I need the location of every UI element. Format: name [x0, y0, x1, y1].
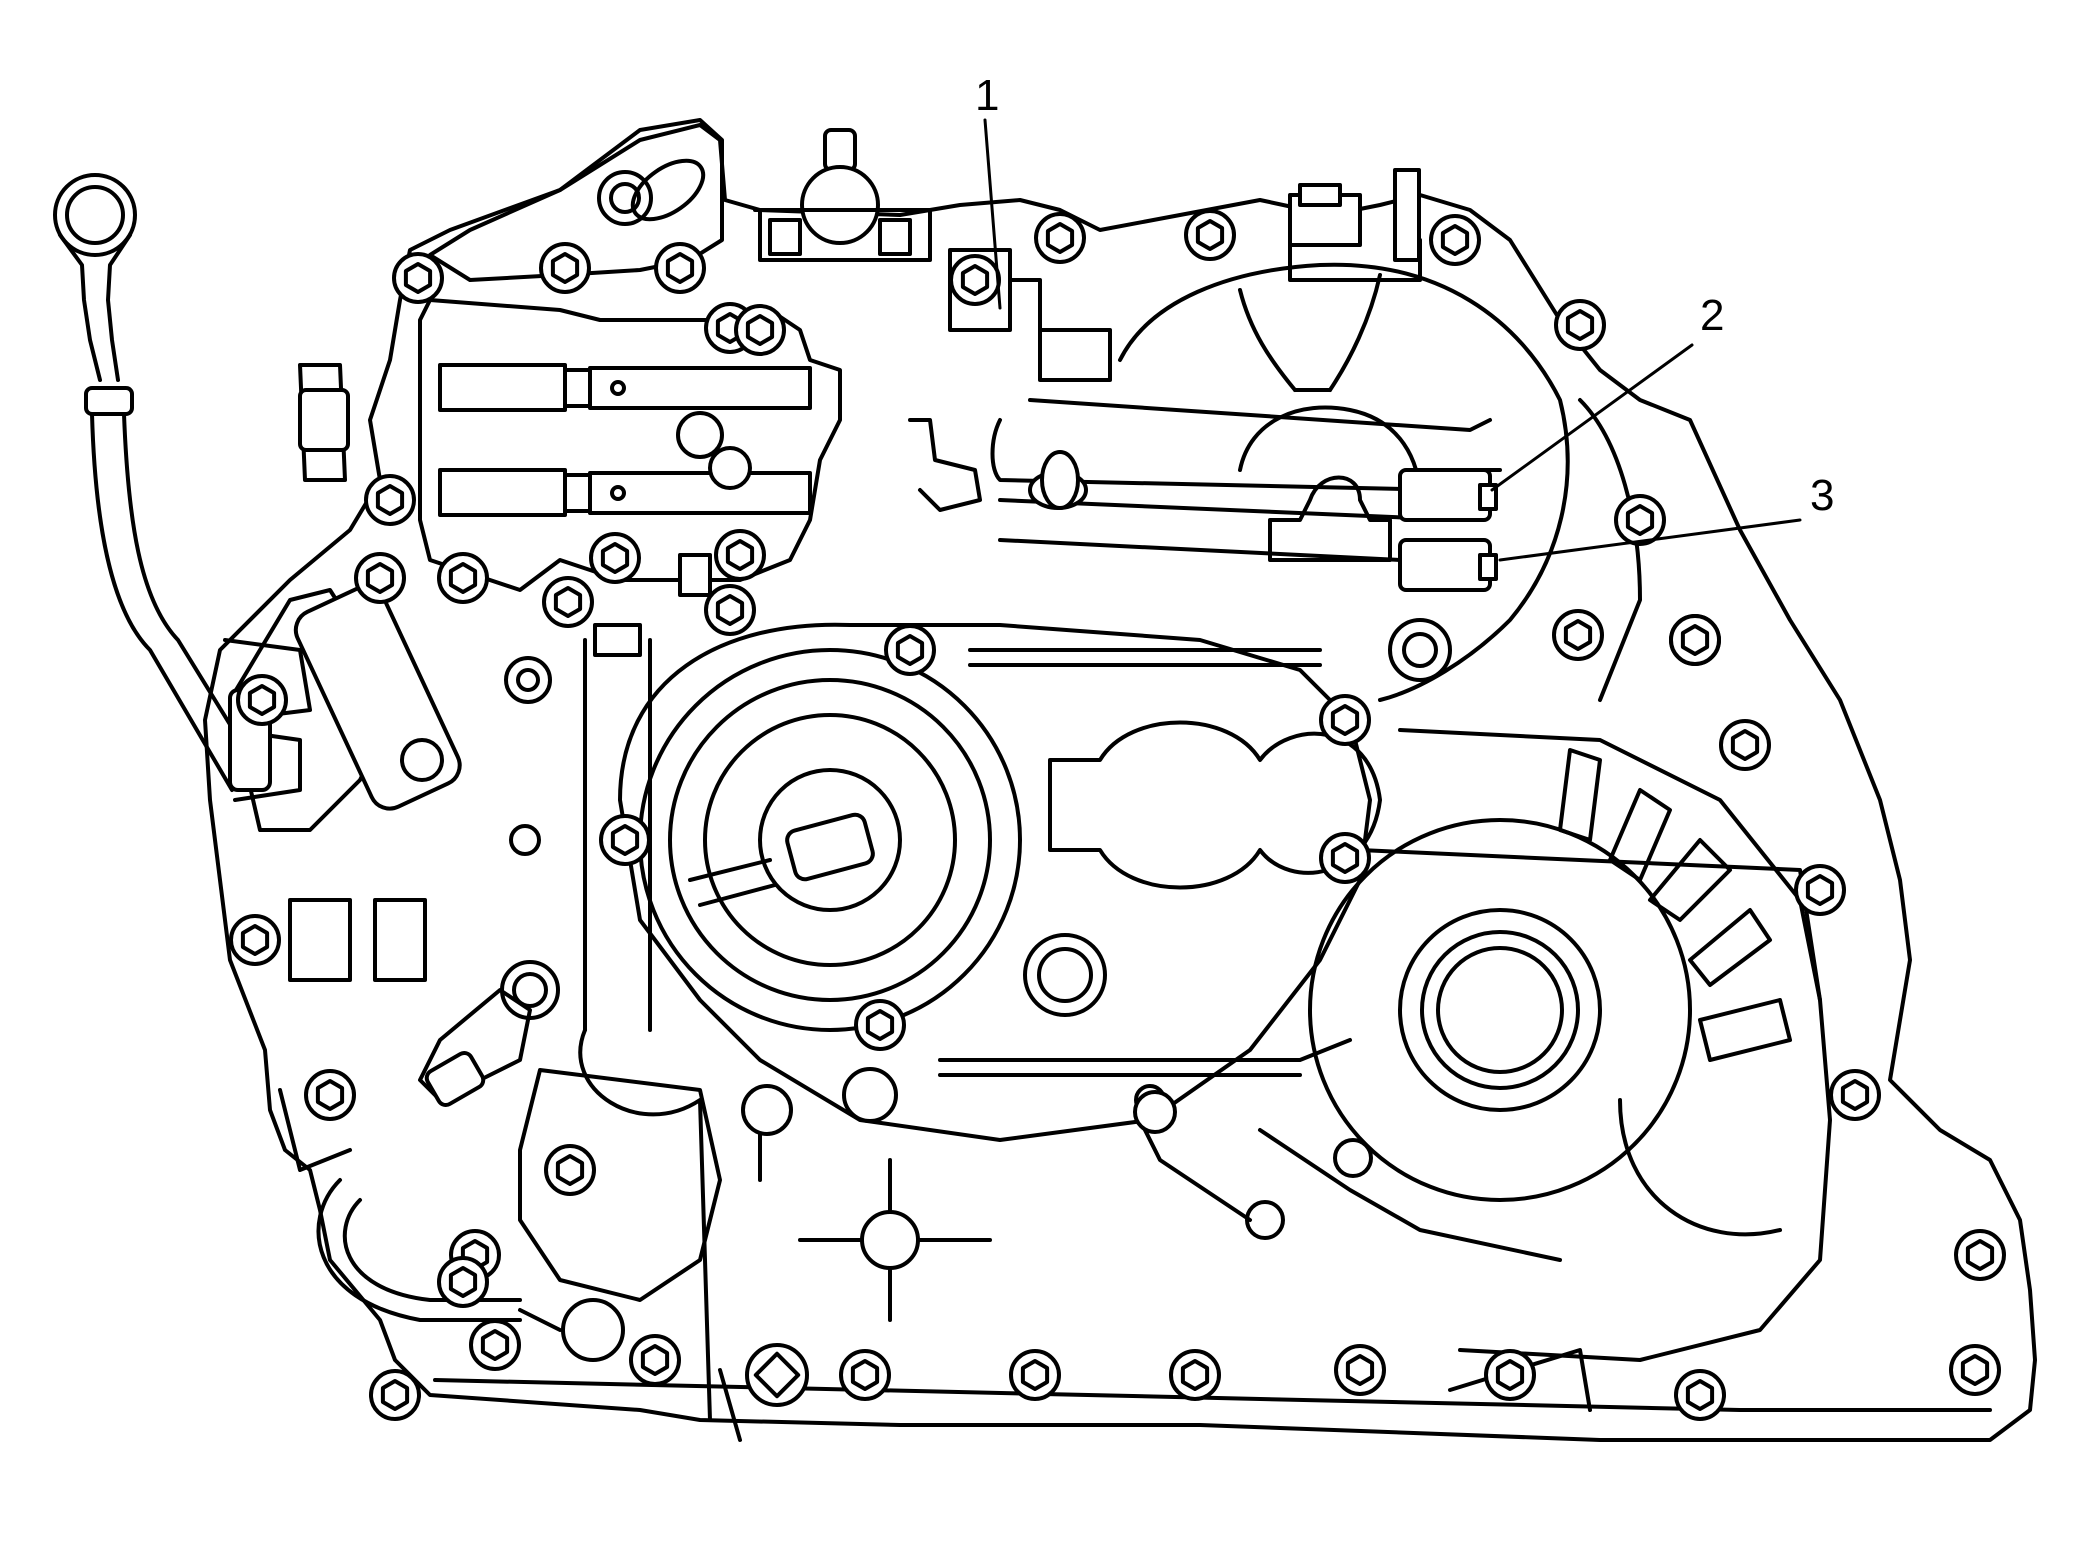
bolt-icon	[1554, 299, 1606, 351]
bolt-icon	[1614, 494, 1666, 546]
bolt-icon	[1319, 694, 1371, 746]
connectors	[908, 168, 1422, 512]
bolt-icon	[1184, 209, 1236, 261]
bolt-icon	[704, 584, 756, 636]
bolt-icon	[629, 1334, 681, 1386]
bolt-icon	[392, 252, 444, 304]
bolt-icon	[354, 552, 406, 604]
drain-plug	[745, 1343, 809, 1407]
bolt-icon	[1829, 1069, 1881, 1121]
bolt-icon	[1484, 1349, 1536, 1401]
bolt-icon	[1334, 1344, 1386, 1396]
callout-label-1: 1	[975, 71, 999, 120]
bolt-icon	[1009, 1349, 1061, 1401]
bolt-icon	[1429, 214, 1481, 266]
bolt-icon	[229, 914, 281, 966]
bolt-icon	[1794, 864, 1846, 916]
bolt-icon	[1552, 609, 1604, 661]
bolt-icon	[884, 624, 936, 676]
range-sensor	[223, 584, 552, 1172]
bolt-icon	[469, 1319, 521, 1371]
bolt-icon	[1949, 1344, 2001, 1396]
solenoid-block	[298, 298, 842, 597]
bolt-icon	[1719, 719, 1771, 771]
bolt-icon	[369, 1369, 421, 1421]
bolt-icon	[1954, 1229, 2006, 1281]
bolt-icon	[304, 1069, 356, 1121]
callout-labels: 1 2 3	[975, 71, 1834, 520]
bolts	[229, 209, 2006, 1421]
bolt-icon	[542, 576, 594, 628]
bolt-icon	[1034, 212, 1086, 264]
differential-housing	[1134, 728, 1832, 1362]
bolt-icon	[589, 532, 641, 584]
pump-cover	[618, 622, 1372, 1142]
bolt-icon	[1169, 1349, 1221, 1401]
bolt-icon	[734, 304, 786, 356]
bolt-icon	[437, 552, 489, 604]
center-lobes	[938, 648, 1382, 1077]
bolt-icon	[437, 1256, 489, 1308]
bolt-icon	[544, 1144, 596, 1196]
bolt-icon	[236, 674, 288, 726]
bolt-icon	[364, 474, 416, 526]
accumulator-cover	[990, 262, 1642, 702]
bolt-icon	[1674, 1369, 1726, 1421]
bolt-icon	[839, 1349, 891, 1401]
bolt-icon	[854, 999, 906, 1051]
bolt-icon	[1319, 832, 1371, 884]
callout-leaders	[983, 118, 1802, 562]
dipstick	[53, 173, 260, 792]
lower-left-housing	[316, 960, 722, 1362]
bolt-icon	[949, 254, 1001, 306]
bolt-icon	[654, 242, 706, 294]
top-sensor	[753, 128, 932, 262]
callout-label-3: 3	[1810, 471, 1834, 520]
bolt-icon	[714, 529, 766, 581]
bolt-icon	[1669, 614, 1721, 666]
callout-label-2: 2	[1700, 291, 1724, 340]
bolt-icon	[599, 814, 651, 866]
lower-center-bracket	[741, 1067, 1177, 1322]
bolt-icon	[539, 242, 591, 294]
